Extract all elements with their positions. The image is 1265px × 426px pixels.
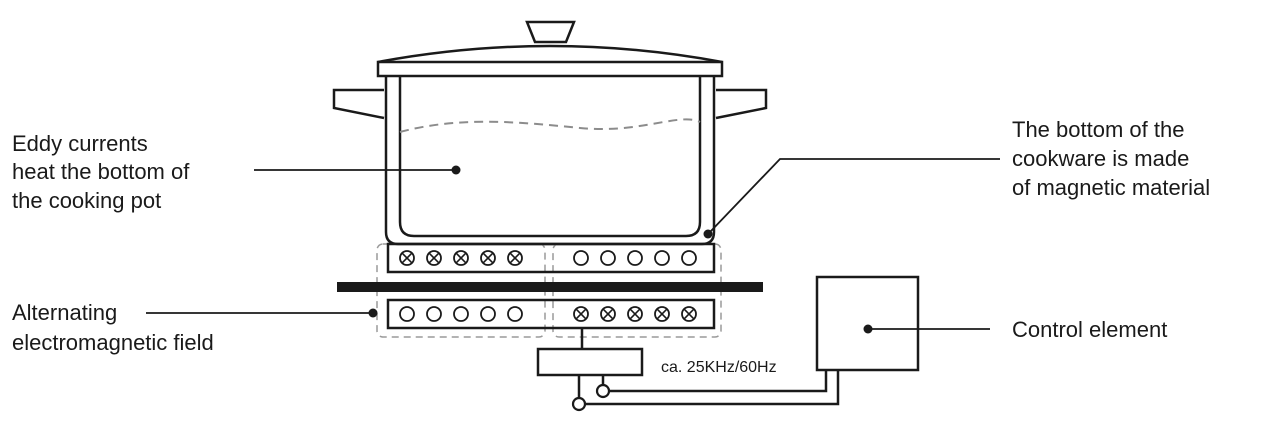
pot-bottom-plate <box>386 242 716 274</box>
induction-coil <box>386 298 716 330</box>
pot-outer-wall <box>384 76 716 246</box>
label-bottom-material: The bottom of the cookware is made of ma… <box>1012 117 1210 200</box>
current-out-of-page-symbol <box>654 250 670 266</box>
pot-lid <box>376 20 724 78</box>
current-into-page-symbol <box>426 250 442 266</box>
current-into-page-symbol <box>654 306 670 322</box>
current-out-of-page-symbol <box>426 306 442 322</box>
current-out-of-page-symbol <box>507 306 523 322</box>
coil-symbols <box>399 306 697 322</box>
current-into-page-symbol <box>453 250 469 266</box>
pot-handle-left <box>332 88 385 120</box>
current-into-page-symbol <box>399 250 415 266</box>
lid-rim <box>376 60 724 78</box>
current-out-of-page-symbol <box>681 250 697 266</box>
current-out-of-page-symbol <box>627 250 643 266</box>
leader-dot-field <box>368 308 378 318</box>
water-level <box>399 118 701 133</box>
control-element-box <box>815 275 920 372</box>
label-eddy-currents: Eddy currents heat the bottom of the coo… <box>12 131 195 213</box>
current-out-of-page-symbol <box>399 306 415 322</box>
leader-dot-eddy <box>451 165 461 175</box>
label-control-element: Control element <box>1012 317 1167 342</box>
control-wire-2 <box>609 370 828 393</box>
pot-handle-right <box>715 88 768 120</box>
leader-bottom-material <box>709 158 1000 233</box>
current-into-page-symbol <box>480 250 496 266</box>
pot-inner-wall <box>398 76 702 238</box>
cooktop-surface <box>337 282 763 292</box>
current-into-page-symbol <box>627 306 643 322</box>
current-out-of-page-symbol <box>453 306 469 322</box>
current-out-of-page-symbol <box>600 250 616 266</box>
current-into-page-symbol <box>600 306 616 322</box>
leader-dot-bottom <box>703 229 713 239</box>
generator-box <box>536 347 644 377</box>
label-frequency: ca. 25KHz/60Hz <box>661 359 777 376</box>
terminal-2 <box>595 383 611 399</box>
pot-body <box>384 76 716 246</box>
current-into-page-symbol <box>681 306 697 322</box>
current-out-of-page-symbol <box>573 250 589 266</box>
leader-dot-control <box>863 324 873 334</box>
current-into-page-symbol <box>573 306 589 322</box>
terminal-1 <box>571 396 587 412</box>
lid-dome <box>377 44 723 64</box>
current-into-page-symbol <box>507 250 523 266</box>
control-wire-1 <box>585 370 840 406</box>
lid-knob <box>525 20 576 44</box>
label-field: Alternating electromagnetic field <box>12 300 214 355</box>
current-out-of-page-symbol <box>480 306 496 322</box>
pot-bottom-symbols <box>399 250 697 266</box>
